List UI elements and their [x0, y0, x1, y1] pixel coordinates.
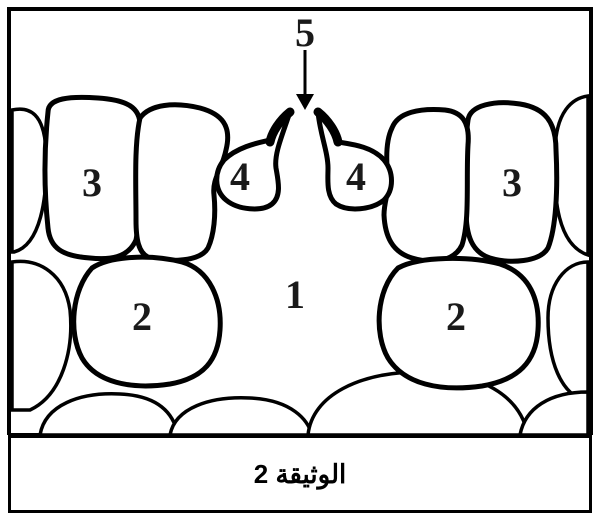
label-cell-bottom-left: 2 [132, 294, 152, 339]
stoma-cross-section-diagram: 5 3 3 4 4 1 2 2 [0, 0, 600, 435]
figure-caption: الوثيقة 2 [254, 459, 346, 490]
epidermal-cell-left-3b [136, 105, 228, 260]
label-guard-left: 4 [230, 154, 250, 199]
label-cell-top-left: 3 [82, 160, 102, 205]
caption-box: الوثيقة 2 [8, 435, 592, 513]
label-pore: 5 [295, 10, 315, 55]
label-cell-bottom-right: 2 [446, 294, 466, 339]
epidermal-cell-right-3b [384, 110, 468, 262]
label-cavity: 1 [285, 272, 305, 317]
label-guard-right: 4 [346, 154, 366, 199]
label-cell-top-right: 3 [502, 160, 522, 205]
